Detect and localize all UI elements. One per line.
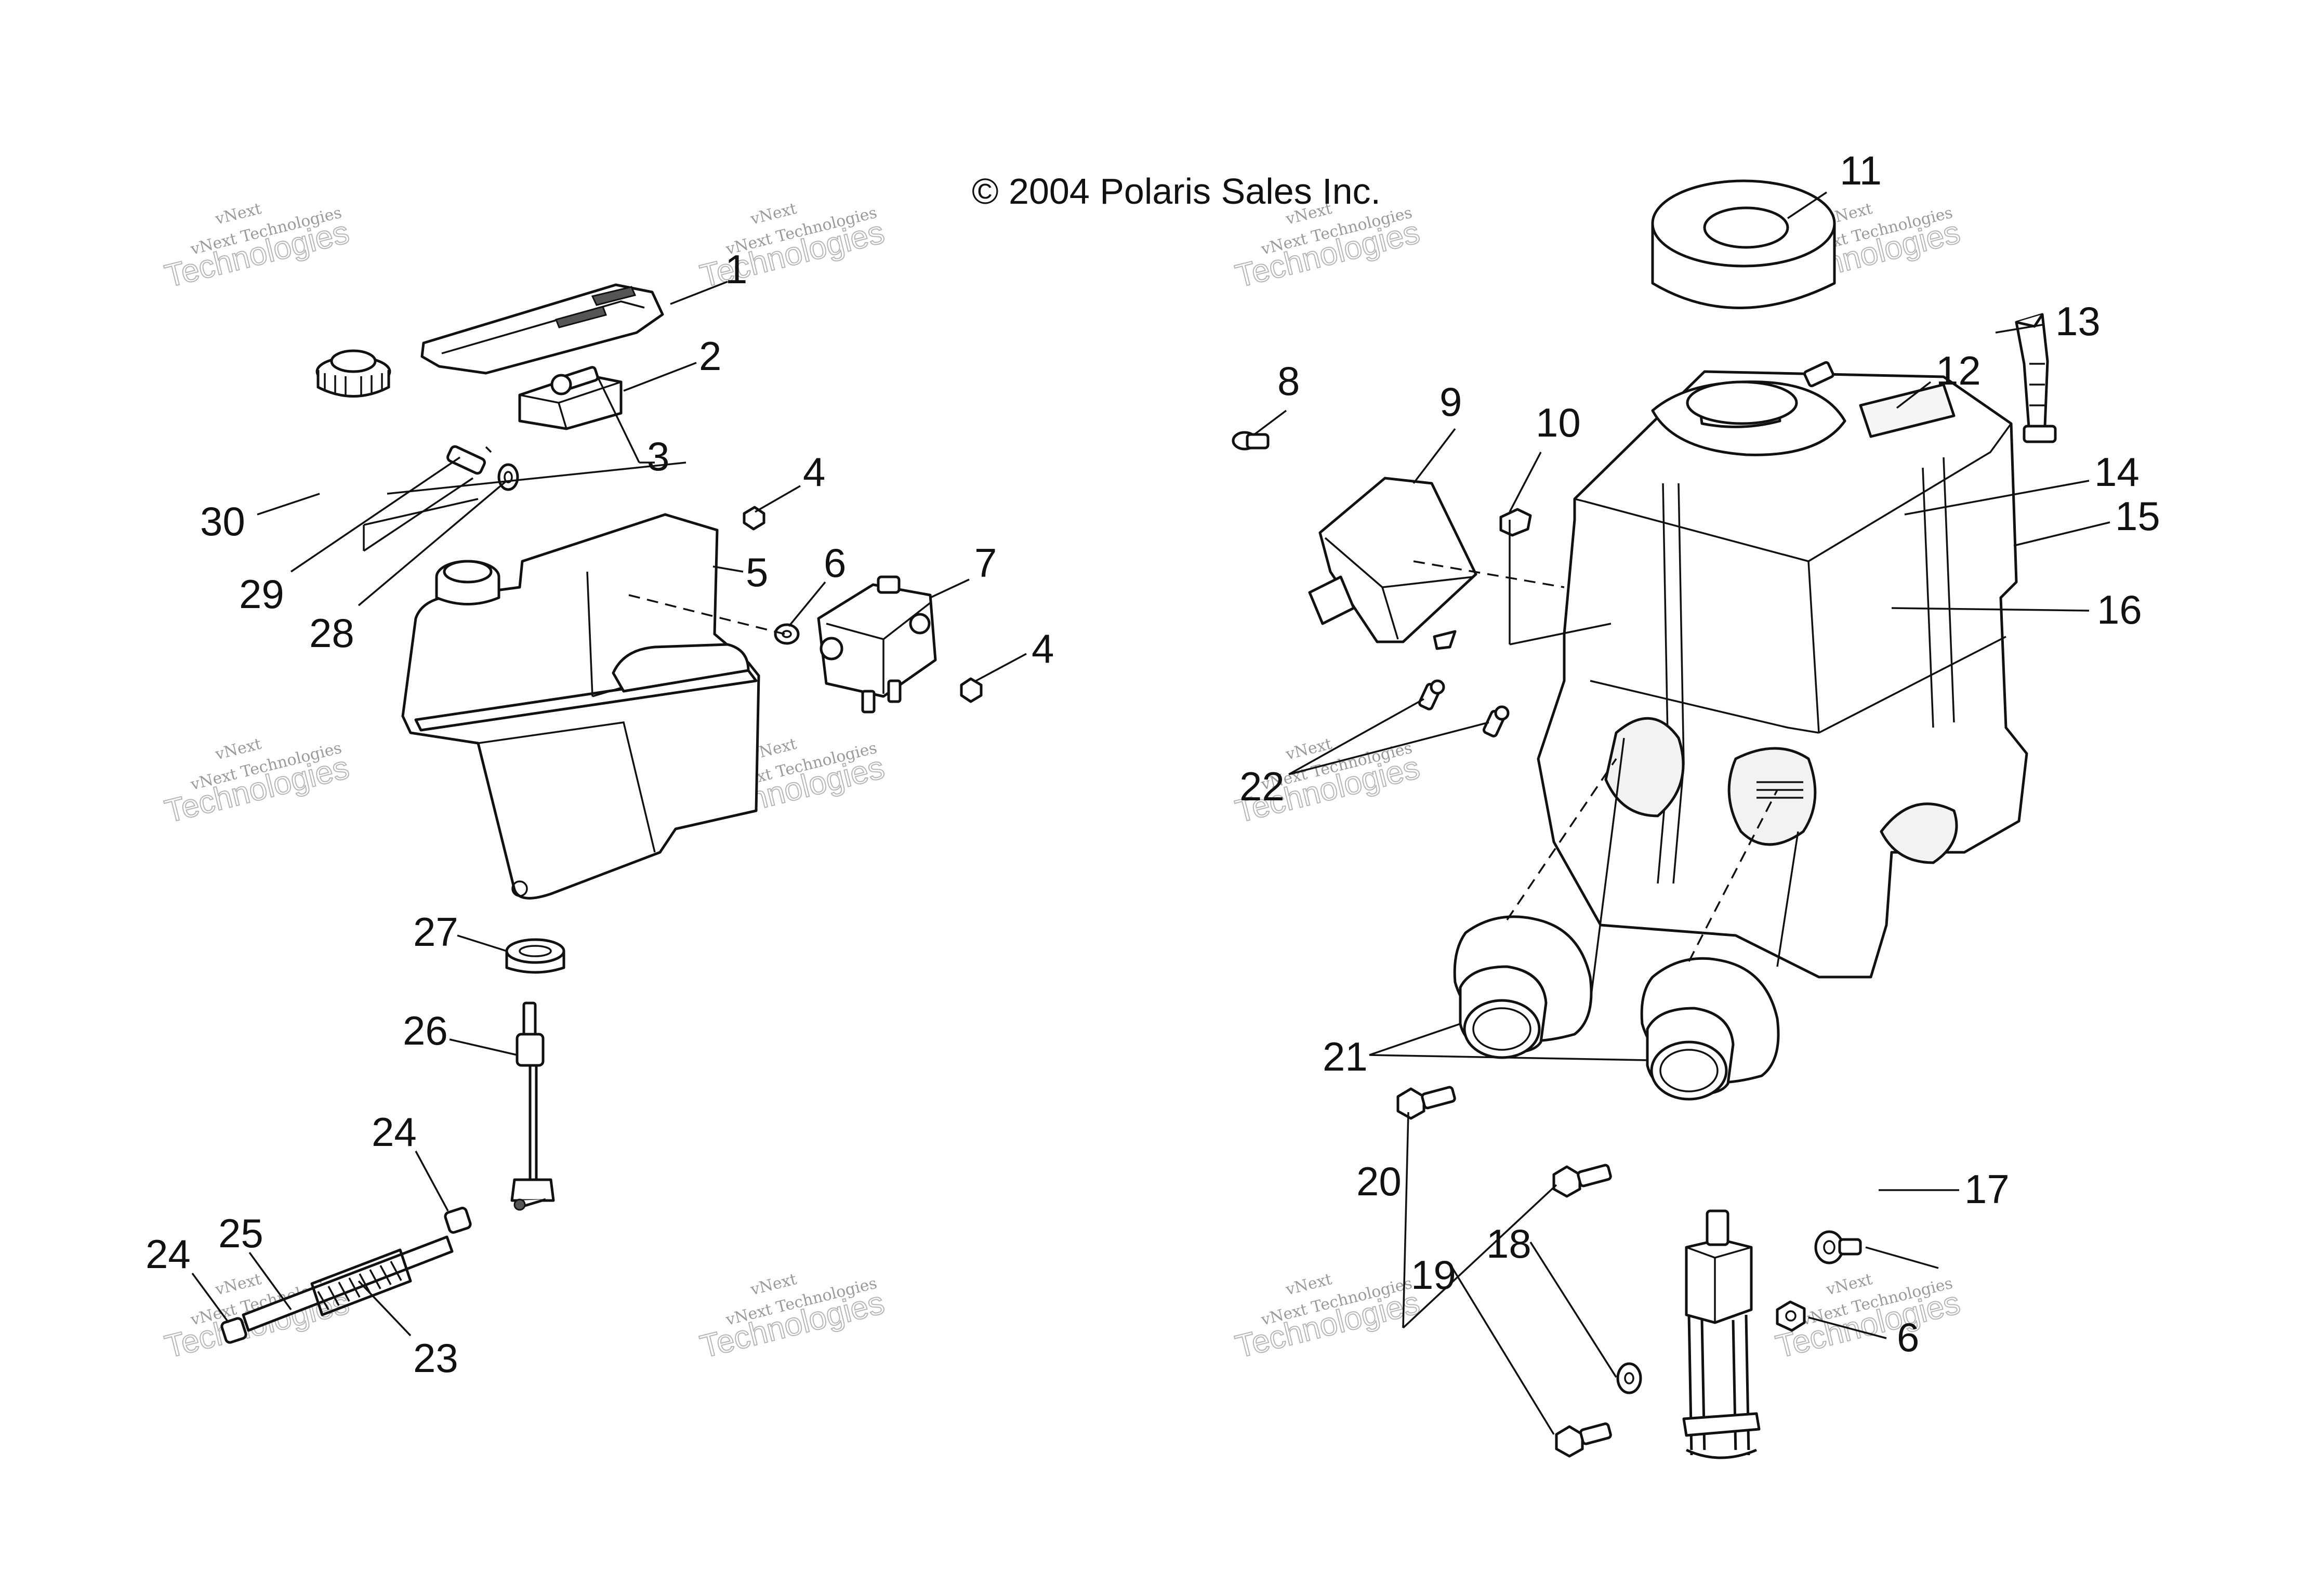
callout-20[interactable]: 20 [1356, 1158, 1402, 1204]
dashed-guides [628, 560, 1778, 962]
callout-1[interactable]: 1 [725, 246, 747, 292]
copyright-notice: © 2004 Polaris Sales Inc. [972, 171, 1381, 212]
callout-12[interactable]: 12 [1936, 348, 1981, 393]
part-6-washer-b[interactable] [1776, 1300, 1806, 1332]
part-30-cap[interactable] [315, 349, 391, 398]
watermark: vNext Technologies Technologies vNext [696, 200, 889, 295]
callout-15[interactable]: 15 [2115, 493, 2160, 539]
part-27-grommet[interactable] [505, 938, 565, 974]
part-3-bolt[interactable] [550, 366, 599, 395]
part-22-fitting-b[interactable] [1482, 705, 1510, 737]
callout-2[interactable]: 2 [699, 333, 721, 379]
part-1-cover[interactable] [420, 283, 664, 375]
callout-18[interactable]: 18 [1486, 1221, 1531, 1267]
part-6-washer-a[interactable] [774, 623, 800, 645]
callout-25[interactable]: 25 [218, 1210, 263, 1256]
callout-23[interactable]: 23 [413, 1335, 458, 1381]
callout-26[interactable]: 26 [403, 1008, 448, 1053]
ignition-coil-bracket[interactable] [1682, 1209, 1761, 1459]
part-22-fitting-a[interactable] [1418, 679, 1445, 710]
callout-4[interactable]: 4 [803, 449, 825, 495]
part-17-rivet[interactable] [1814, 1230, 1862, 1264]
part-19-bolt[interactable] [1555, 1422, 1612, 1458]
callout-7[interactable]: 7 [974, 540, 997, 586]
callout-24[interactable]: 24 [372, 1109, 417, 1155]
callout-6[interactable]: 6 [1897, 1314, 1919, 1360]
callout-29[interactable]: 29 [239, 571, 284, 617]
callout-8[interactable]: 8 [1277, 358, 1300, 404]
callout-6[interactable]: 6 [824, 540, 846, 586]
callout-21[interactable]: 21 [1323, 1034, 1368, 1079]
callout-4[interactable]: 4 [1032, 626, 1054, 671]
watermark: vNext Technologies Technologies vNext [1232, 1270, 1424, 1366]
callout-13[interactable]: 13 [2055, 298, 2101, 344]
part-24-sleeve-a[interactable] [444, 1207, 472, 1234]
leader-lines [191, 191, 2110, 1435]
part-13-clip[interactable] [2015, 313, 2057, 443]
part-8-rivet[interactable] [1232, 431, 1270, 451]
callout-30[interactable]: 30 [200, 498, 245, 544]
callout-19[interactable]: 19 [1411, 1252, 1456, 1298]
part-11-foam-ring[interactable] [1651, 179, 1836, 309]
part-9-cdi-module[interactable] [1308, 477, 1477, 650]
part-7-oil-pump[interactable] [817, 575, 937, 714]
callout-27[interactable]: 27 [413, 909, 458, 955]
part-21-adapter-b[interactable] [1640, 957, 1780, 1101]
part-21-adapter-a[interactable] [1453, 915, 1593, 1059]
callout-17[interactable]: 17 [1964, 1166, 2010, 1212]
callout-9[interactable]: 9 [1439, 379, 1462, 425]
callout-3[interactable]: 3 [647, 433, 669, 479]
part-20-bolt-b[interactable] [1552, 1164, 1612, 1198]
part-20-bolt-a[interactable] [1396, 1086, 1456, 1120]
callout-14[interactable]: 14 [2094, 449, 2139, 495]
callout-11[interactable]: 11 [1840, 148, 1882, 193]
callout-numbers: 1 2 3 4 5 6 7 4 30 29 28 27 26 24 25 24 … [146, 148, 2160, 1381]
callout-16[interactable]: 16 [2097, 587, 2142, 632]
part-4-nut-b[interactable] [960, 677, 983, 703]
part-18-washer[interactable] [1616, 1362, 1642, 1394]
part-29-bolt[interactable] [446, 445, 486, 475]
watermark: vNext Technologies Technologies vNext [161, 735, 353, 830]
part-5-oil-tank[interactable] [401, 513, 760, 900]
part-26-level-sensor[interactable] [510, 1001, 555, 1211]
part-23-spring[interactable] [242, 1235, 454, 1332]
watermark: vNext Technologies Technologies vNext [161, 200, 353, 295]
part-24-sleeve-b[interactable] [220, 1317, 247, 1344]
callout-28[interactable]: 28 [309, 610, 354, 656]
part-14-airbox[interactable] [1537, 361, 2028, 979]
part-4-nut-a[interactable] [743, 506, 765, 531]
callout-10[interactable]: 10 [1536, 400, 1581, 445]
part-10-nut[interactable] [1499, 508, 1532, 537]
callout-24[interactable]: 24 [146, 1231, 191, 1277]
callout-22[interactable]: 22 [1239, 763, 1285, 809]
part-2-pad[interactable] [518, 373, 623, 430]
callout-5[interactable]: 5 [746, 549, 768, 595]
watermark: vNext Technologies Technologies vNext [696, 1270, 889, 1366]
